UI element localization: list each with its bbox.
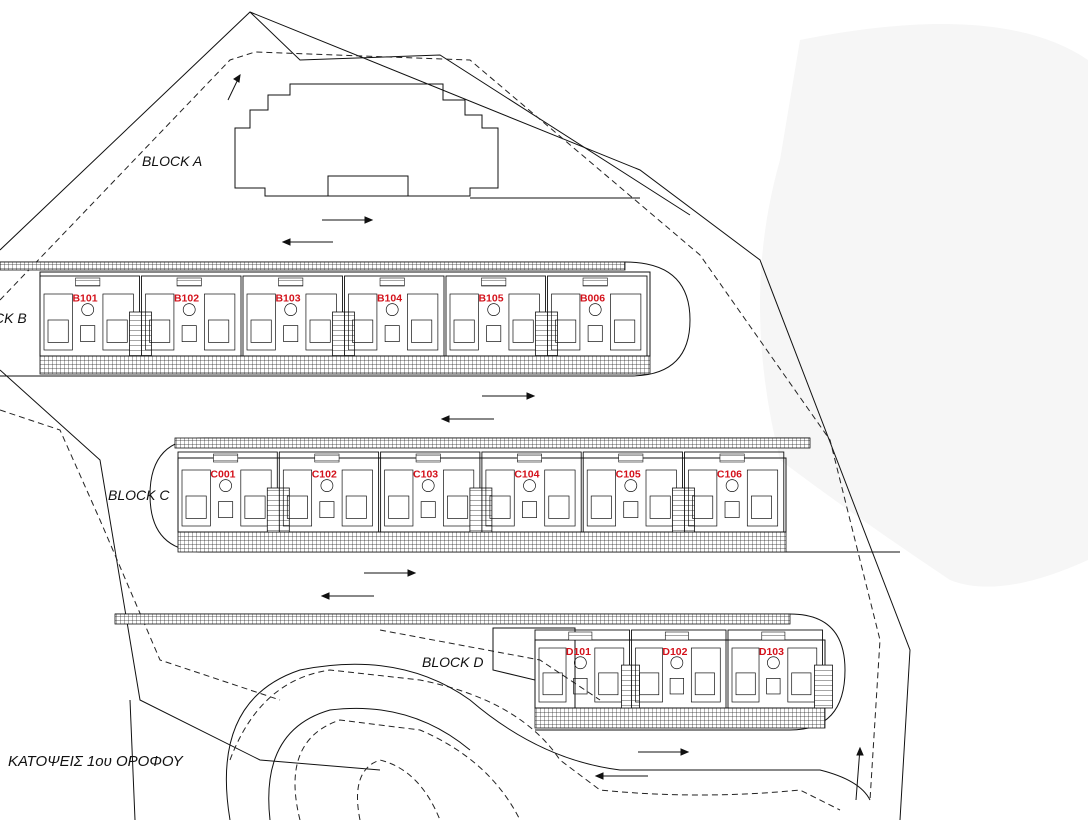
traffic-arrows [227, 73, 864, 801]
apartment-unit: C103 [380, 451, 493, 533]
apartment-unit: C105 [582, 451, 695, 533]
block-d: D101 D102 D103 BLOCK D [114, 613, 846, 731]
apartment-unit: B105 [445, 275, 558, 357]
apartment-unit: C001 [177, 451, 290, 533]
unit-label: C103 [413, 469, 438, 481]
apartment-unit: C102 [278, 451, 380, 533]
unit-label: B104 [377, 293, 402, 305]
block-c-label: BLOCK C [108, 487, 170, 503]
unit-label: D103 [759, 646, 784, 658]
unit-label: B101 [72, 293, 97, 305]
unit-label: C104 [514, 469, 539, 481]
apartment-unit: D103 [727, 629, 833, 709]
apartment-unit: C106 [684, 451, 785, 533]
unit-label: C102 [312, 469, 337, 481]
road-dashed-lines [0, 51, 881, 820]
unit-label: C001 [210, 469, 235, 481]
block-a-label: BLOCK A [142, 153, 202, 169]
unit-label: B006 [580, 293, 605, 305]
apartment-unit: B006 [547, 275, 648, 357]
apartment-unit: D101 [534, 629, 640, 709]
apartment-unit: D102 [631, 629, 727, 709]
apartment-unit: C104 [481, 451, 582, 533]
unit-label: B102 [174, 293, 199, 305]
block-b: B101 B102 B103 B104 B105 B006 CK B [0, 261, 691, 377]
background-shade [760, 24, 1088, 587]
block-b-label: CK B [0, 310, 27, 326]
unit-label: B105 [478, 293, 503, 305]
road-curves [225, 663, 871, 820]
block-d-label: BLOCK D [422, 654, 483, 670]
site-boundary [0, 11, 911, 820]
unit-label: B103 [275, 293, 300, 305]
block-c: C001 C102 C103 C104 C105 C106 BLOCK C [108, 437, 900, 553]
unit-label: C106 [717, 469, 742, 481]
unit-label: C105 [616, 469, 641, 481]
unit-label: D102 [662, 646, 687, 658]
block-a: BLOCK A [142, 83, 640, 199]
drawing-title: ΚΑΤΟΨΕΙΣ 1ου ΟΡΟΦΟΥ [8, 753, 184, 770]
apartment-unit: B103 [242, 275, 355, 357]
apartment-unit: B101 [39, 275, 152, 357]
apartment-unit: B104 [344, 275, 445, 357]
apartment-unit: B102 [141, 275, 242, 357]
unit-label: D101 [566, 646, 591, 658]
